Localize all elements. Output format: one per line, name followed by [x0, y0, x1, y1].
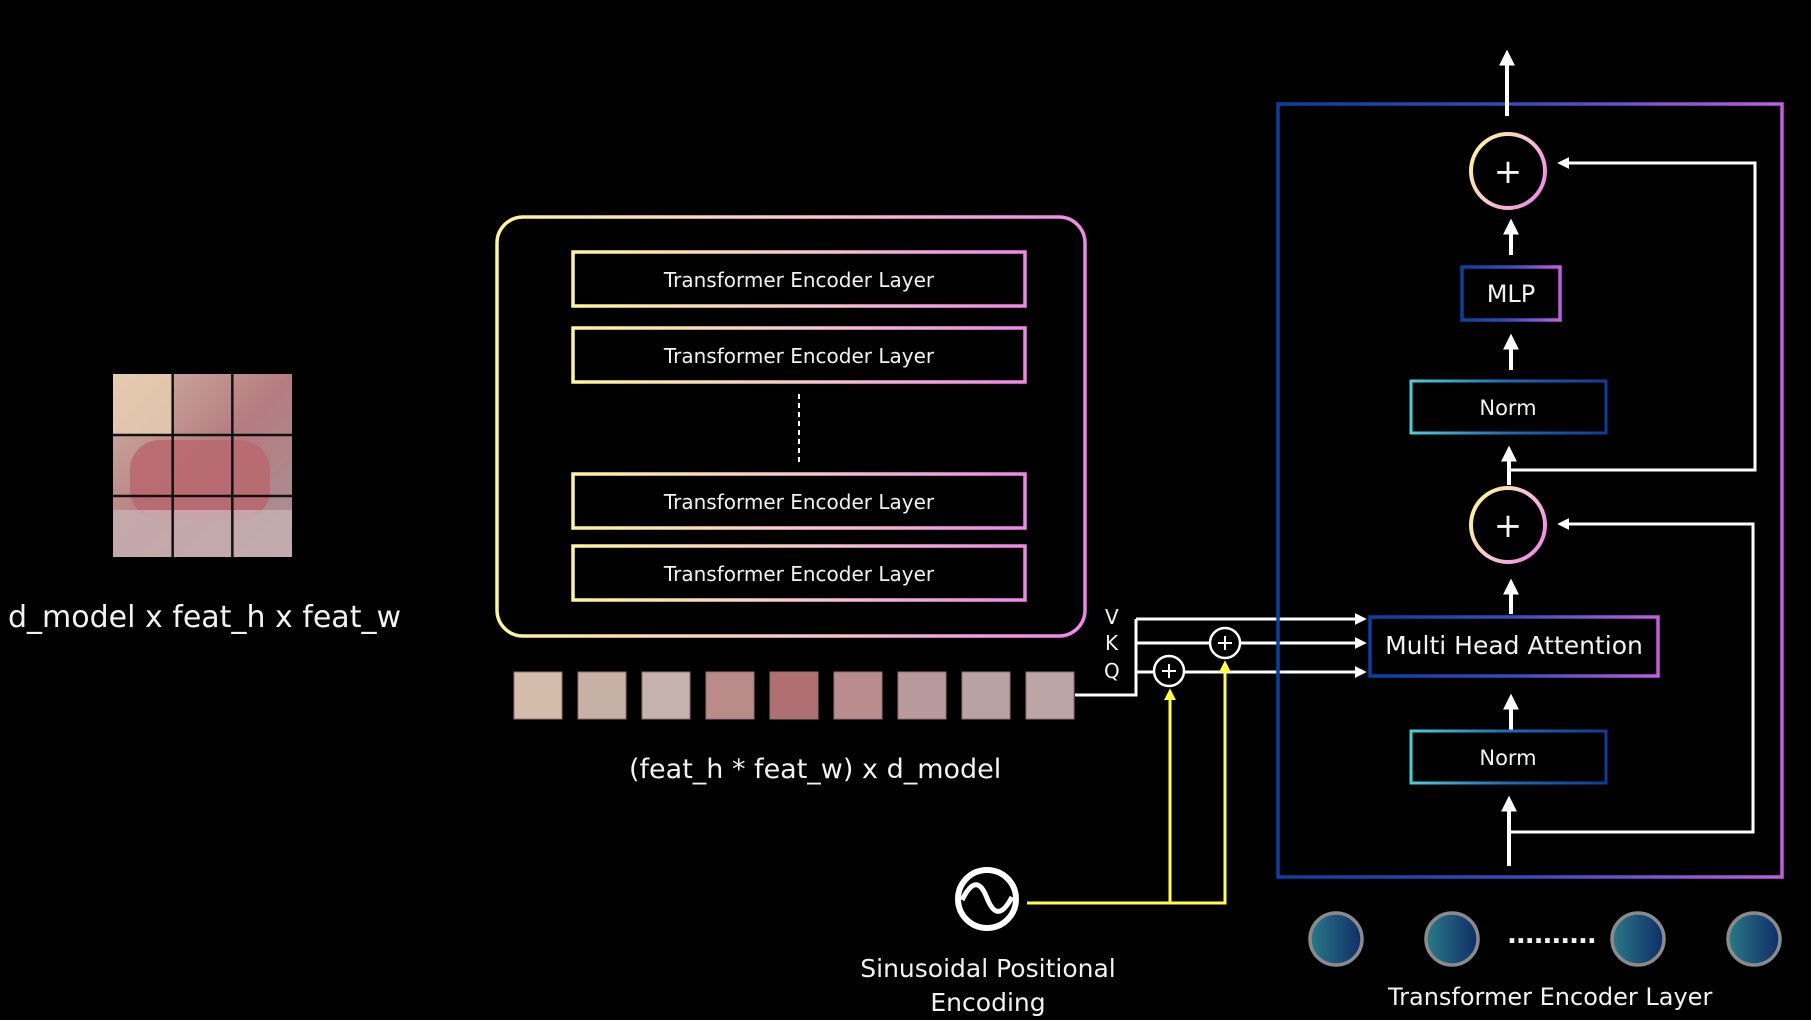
v-label: V: [1105, 605, 1119, 629]
encoder-layer-node: [1610, 911, 1666, 967]
encoder-layer-label: Transformer Encoder Layer: [663, 562, 935, 586]
encoder-layer-detail-box: [1276, 102, 1784, 879]
positional-encoding-label-line2: Encoding: [930, 988, 1046, 1017]
encoder-stack-box: [495, 215, 1087, 638]
input-shape-label: d_model x feat_h x feat_w: [8, 600, 401, 635]
add-node-middle: [1469, 486, 1547, 564]
patch-token: [961, 671, 1011, 720]
patch-token: [833, 671, 883, 720]
patch-token: [705, 671, 755, 720]
norm-box-upper: [1409, 379, 1608, 435]
encoder-layer-item: Transformer Encoder Layer: [571, 544, 1027, 602]
feature-map-building: [113, 374, 173, 434]
feature-map-car: [130, 440, 270, 520]
input-feature-map: [113, 374, 292, 557]
encoder-layer-item: Transformer Encoder Layer: [571, 326, 1027, 384]
add-symbol-middle: +: [1494, 506, 1523, 546]
norm-label-upper: Norm: [1479, 396, 1536, 420]
encoder-layer-caption: Transformer Encoder Layer: [1388, 983, 1713, 1011]
patch-token: [513, 671, 563, 720]
q-add-node: [1152, 654, 1186, 688]
encoder-layer-nodes: [1308, 911, 1782, 967]
q-label: Q: [1104, 659, 1120, 683]
add-symbol-top: +: [1494, 152, 1523, 192]
patch-sequence: [513, 671, 1075, 720]
positional-line-k: [1170, 660, 1231, 905]
encoder-layer-item: Transformer Encoder Layer: [571, 250, 1027, 308]
encoder-layer-node: [1308, 911, 1364, 967]
k-add-node: [1208, 626, 1242, 660]
encoder-layer-label: Transformer Encoder Layer: [663, 268, 935, 292]
add-node-top: [1469, 132, 1547, 210]
encoder-layer-box: [571, 544, 1027, 602]
patch-token: [769, 671, 819, 720]
encoder-layer-node: [1726, 911, 1782, 967]
encoder-layer-label: Transformer Encoder Layer: [663, 490, 935, 514]
sine-wave-icon: [955, 867, 1019, 931]
encoder-layer-node: [1424, 911, 1480, 967]
positional-encoding-label: Sinusoidal Positional Encoding: [860, 952, 1116, 1020]
feature-map-road: [113, 510, 292, 557]
patch-token: [1025, 671, 1075, 720]
mha-box: [1368, 615, 1660, 678]
residual-path-upper: [1509, 157, 1757, 472]
encoder-layer-box: [571, 472, 1027, 530]
norm-box-lower: [1409, 729, 1608, 785]
k-label: K: [1105, 631, 1119, 655]
encoder-layer-box: [571, 250, 1027, 308]
positional-line-q: [1027, 688, 1176, 905]
mlp-label: MLP: [1487, 280, 1536, 308]
stack-dots: ..........: [1507, 920, 1597, 950]
mha-label: Multi Head Attention: [1385, 631, 1643, 660]
patch-token: [897, 671, 947, 720]
encoder-layer-item: Transformer Encoder Layer: [571, 472, 1027, 530]
feature-map-grid: [113, 374, 292, 557]
encoder-layer-label: Transformer Encoder Layer: [663, 344, 935, 368]
patch-token: [577, 671, 627, 720]
mlp-box: [1460, 265, 1562, 322]
residual-path-lower: [1509, 518, 1755, 834]
norm-label-lower: Norm: [1479, 746, 1536, 770]
encoder-layer-box: [571, 326, 1027, 384]
sequence-shape-label: (feat_h * feat_w) x d_model: [629, 754, 1002, 785]
patch-token: [641, 671, 691, 720]
positional-encoding-label-line1: Sinusoidal Positional: [860, 954, 1116, 983]
